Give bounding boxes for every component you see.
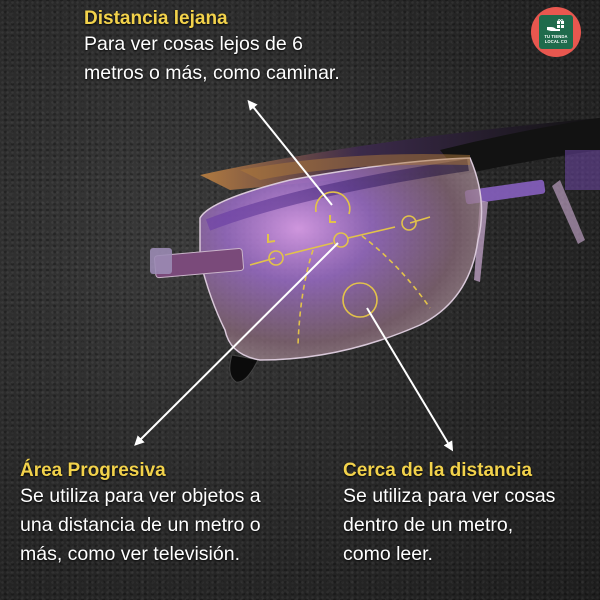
hand-gift-icon xyxy=(547,19,564,31)
progressive-zone-guides xyxy=(249,191,431,346)
callout-arrows xyxy=(134,99,454,452)
callout-near-line-3: como leer. xyxy=(343,543,433,565)
brand-name-line-2: LOCAL CO xyxy=(544,39,568,44)
brand-badge: TU TIENDA LOCAL CO xyxy=(531,7,581,57)
callout-far-title: Distancia lejana xyxy=(84,8,228,29)
callout-far-line-2: metros o más, como caminar. xyxy=(84,62,340,84)
brand-badge-square: TU TIENDA LOCAL CO xyxy=(539,15,573,49)
callout-progressive-title: Área Progresiva xyxy=(20,460,166,481)
arrow-progressive xyxy=(134,242,339,446)
callout-near-distance: Cerca de la distancia Se utiliza para ve… xyxy=(343,460,555,569)
callout-progressive-line-1: Se utiliza para ver objetos a xyxy=(20,485,261,507)
nose-pad-right xyxy=(464,150,600,282)
arrow-far xyxy=(247,99,333,206)
callout-progressive-area: Área Progresiva Se utiliza para ver obje… xyxy=(20,460,261,569)
callout-progressive-line-2: una distancia de un metro o xyxy=(20,514,261,536)
callout-progressive-line-3: más, como ver televisión. xyxy=(20,543,240,565)
callout-near-line-2: dentro de un metro, xyxy=(343,514,514,536)
hinge-left xyxy=(150,248,245,279)
callout-far-distance: Distancia lejana Para ver cosas lejos de… xyxy=(84,8,340,88)
callout-far-line-1: Para ver cosas lejos de 6 xyxy=(84,33,303,55)
callout-near-title: Cerca de la distancia xyxy=(343,460,533,481)
arrow-near xyxy=(366,307,454,452)
nose-pad-bottom xyxy=(229,354,259,383)
callout-near-line-1: Se utiliza para ver cosas xyxy=(343,485,556,507)
brand-name-line-1: TU TIENDA xyxy=(544,34,568,39)
